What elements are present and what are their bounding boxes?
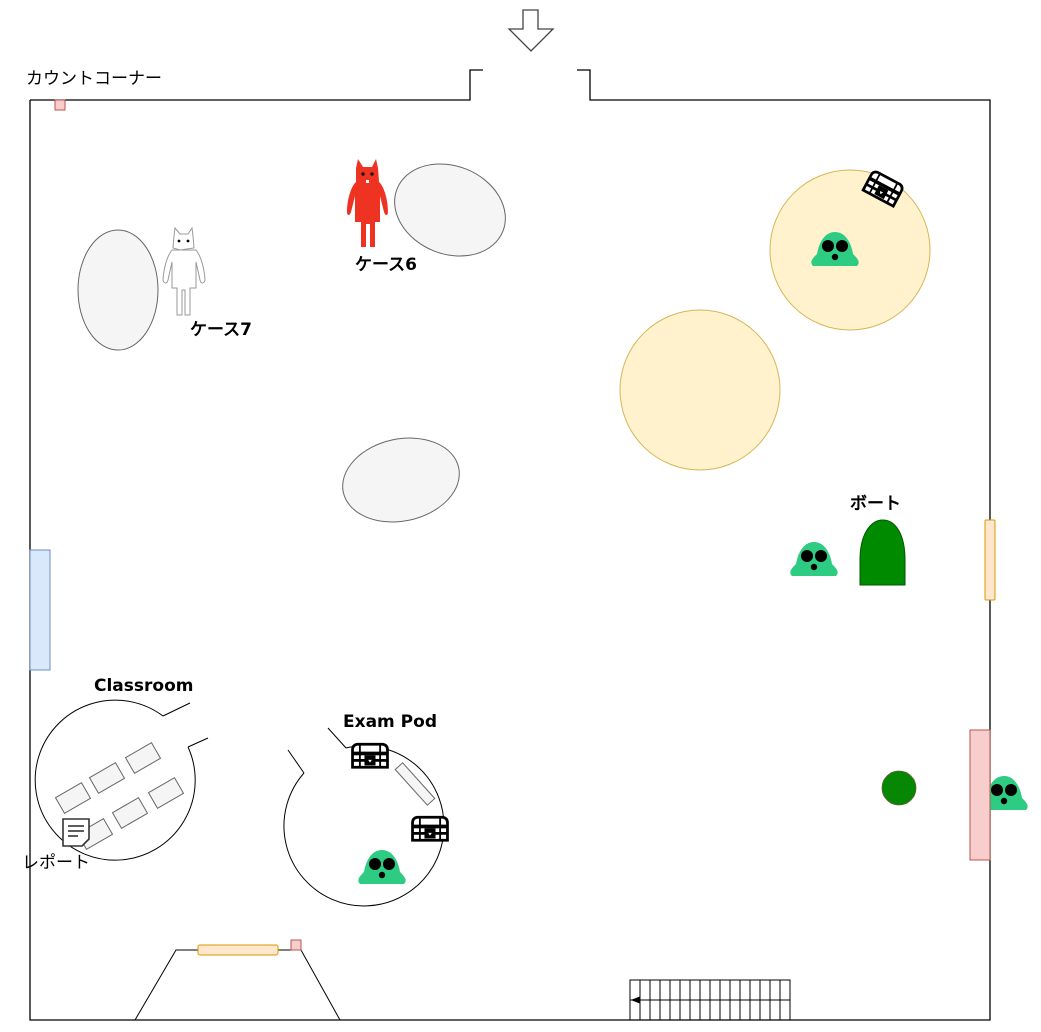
treasure-chest-icon[interactable] [351,742,389,769]
report-label: レポート [22,853,90,873]
pink-door-right[interactable] [969,729,991,861]
bottom-entrance [134,949,341,1021]
stairs-icon [629,979,791,1021]
case7-label: ケース7 [190,320,252,340]
center-ellipse [342,437,460,523]
slime-icon[interactable] [358,850,406,884]
count-corner-label: カウントコーナー [26,69,162,89]
display-case-7-ellipse [77,229,159,351]
exam-pod-label: Exam Pod [343,712,437,732]
pink-marker-top-left [54,99,66,111]
display-case-6-ellipse [394,163,506,257]
report-note-icon[interactable] [62,818,90,847]
outer-walls [29,69,991,1021]
slime-icon[interactable] [790,542,838,576]
classroom-room [34,699,209,861]
red-figure-icon [347,159,388,247]
orange-door-right[interactable] [984,519,996,601]
blue-door-left[interactable] [29,549,51,671]
exam-pod-room [283,727,445,907]
white-cat-figure-icon [162,226,206,316]
case6-label: ケース6 [355,255,417,275]
boat-label: ボート [850,494,901,514]
sand-area-middle [619,309,781,471]
orange-door-bottom[interactable] [197,944,279,956]
classroom-label: Classroom [94,676,194,696]
down-arrow-icon [507,9,555,52]
treasure-chest-icon[interactable] [411,815,449,842]
pink-marker-bottom [290,939,302,951]
exam-pod-bench [394,762,436,806]
round-bush-icon [881,770,917,806]
boat-icon [859,519,906,586]
